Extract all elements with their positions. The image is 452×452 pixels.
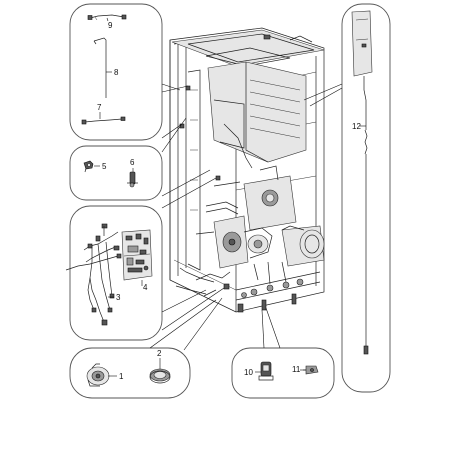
leader-9	[106, 17, 109, 22]
callout-10: 10	[244, 368, 253, 377]
callout-4: 4	[143, 283, 148, 292]
part-9-cable	[87, 14, 127, 21]
callout-7: 7	[97, 103, 102, 112]
callout-3: 3	[116, 293, 121, 302]
part-6-sensor	[127, 171, 138, 188]
panel-connector-lines	[149, 83, 343, 351]
part-7-cable	[81, 116, 126, 125]
part-11-connector	[303, 365, 319, 375]
callout-9: 9	[108, 21, 113, 30]
callout-12: 12	[352, 122, 361, 131]
callout-5: 5	[102, 162, 107, 171]
detail-panel-electronics: 3 4	[65, 205, 163, 341]
part-10-valve-head	[258, 361, 274, 381]
part-2-gasket	[149, 368, 171, 384]
detail-panel-pump-parts: 1 2	[69, 347, 191, 399]
main-boiler-unit	[169, 27, 325, 313]
detail-panel-wiring-top: 9 8 7	[69, 3, 163, 141]
detail-panel-probe: 12	[341, 3, 391, 393]
part-12-probe	[351, 10, 373, 355]
callout-11: 11	[292, 365, 301, 374]
detail-panel-valves: 10 11	[231, 347, 335, 399]
part-4-control-board	[121, 229, 153, 281]
part-5-sensor-clip	[83, 160, 94, 173]
callout-6: 6	[130, 158, 135, 167]
part-1-pump-motor	[86, 363, 110, 387]
callout-1: 1	[119, 372, 124, 381]
callout-2: 2	[157, 349, 162, 358]
callout-8: 8	[114, 68, 119, 77]
part-3-wiring-harness	[65, 223, 122, 326]
detail-panel-sensors: 5 6	[69, 145, 163, 201]
part-8-rod	[93, 37, 107, 98]
